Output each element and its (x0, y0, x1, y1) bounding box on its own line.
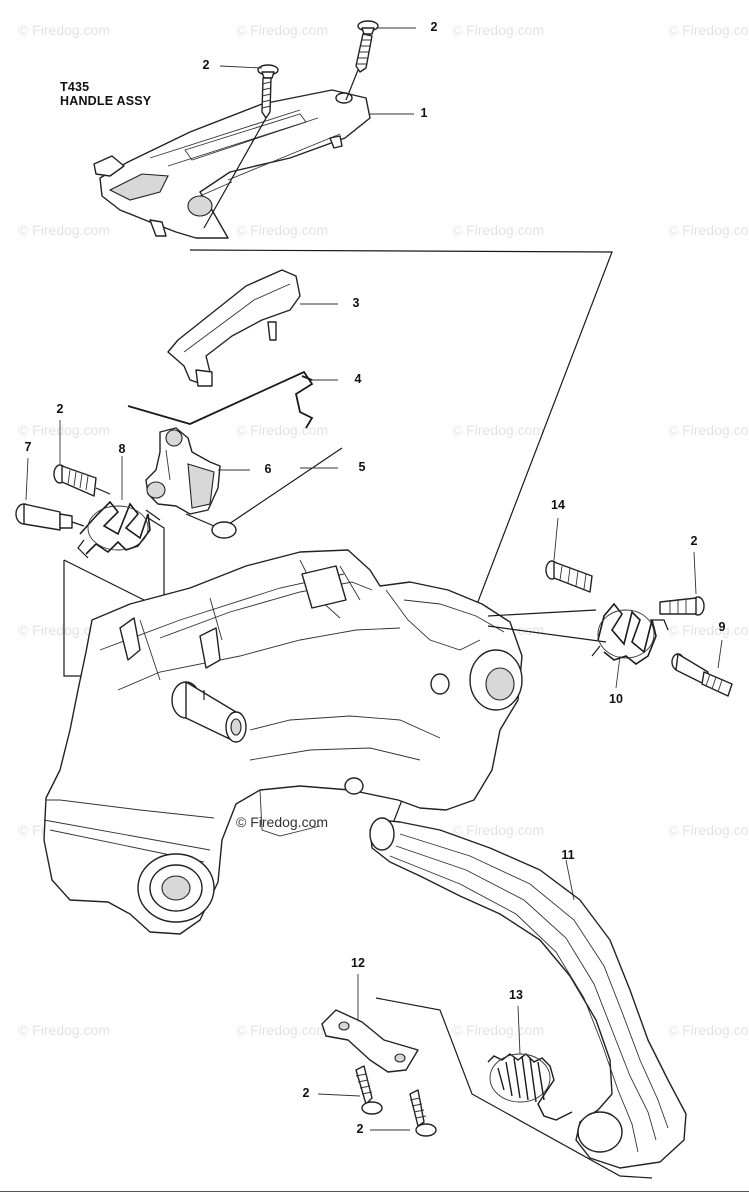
assembly-name: HANDLE ASSY (60, 94, 152, 108)
screw-icon (409, 1089, 437, 1137)
front-handle-icon (369, 817, 687, 1169)
bracket-icon (321, 1009, 419, 1073)
shoulder-bolt-icon (15, 503, 85, 531)
watermark: © Firedog.com (236, 222, 329, 238)
throttle-lockout-icon (167, 269, 301, 387)
throttle-trigger-icon (145, 427, 221, 515)
callout-9: 9 (718, 620, 726, 634)
watermark: © Firedog.com (452, 22, 545, 38)
leader-lines (25, 27, 723, 1131)
callout-2: 2 (356, 1122, 364, 1136)
callout-10: 10 (609, 692, 623, 706)
watermark: © Firedog.com (452, 822, 545, 838)
watermark: © Firedog.com (236, 422, 329, 438)
callout-12: 12 (351, 956, 365, 970)
callout-2: 2 (56, 402, 64, 416)
callout-14: 14 (551, 498, 565, 512)
shoulder-bolt-icon (671, 653, 733, 697)
callout-7: 7 (24, 440, 32, 454)
watermark: © Firedog.com (668, 622, 749, 638)
callout-8: 8 (118, 442, 126, 456)
callout-6: 6 (264, 462, 272, 476)
watermark: © Firedog.com (18, 422, 111, 438)
watermark: © Firedog.com (236, 1022, 329, 1038)
watermark: © Firedog.com (18, 1022, 111, 1038)
model-number: T435 (60, 80, 90, 94)
watermark: © Firedog.com (452, 222, 545, 238)
callout-11: 11 (561, 848, 575, 862)
screw-icon (659, 596, 705, 616)
rear-handle-housing-icon (43, 549, 523, 935)
watermark: © Firedog.com (18, 22, 111, 38)
screw-icon (355, 20, 379, 73)
screw-icon (355, 1065, 383, 1115)
callout-2: 2 (202, 58, 210, 72)
screw-icon (257, 64, 279, 119)
screw-icon (545, 560, 593, 593)
callout-1: 1 (420, 106, 428, 120)
callout-13: 13 (509, 988, 523, 1002)
watermark: © Firedog.com (236, 22, 329, 38)
watermark: © Firedog.com (18, 222, 111, 238)
callout-3: 3 (352, 296, 360, 310)
diagram-title: T435 HANDLE ASSY (60, 80, 151, 108)
pin-icon (185, 447, 343, 539)
center-watermark: © Firedog.com (236, 814, 329, 830)
watermark: © Firedog.com (668, 822, 749, 838)
torsion-spring-icon (591, 602, 669, 665)
screw-icon (53, 464, 111, 497)
callout-2: 2 (430, 20, 438, 34)
callout-4: 4 (354, 372, 362, 386)
callout-2: 2 (302, 1086, 310, 1100)
watermark: © Firedog.com (452, 1022, 545, 1038)
callout-5: 5 (358, 460, 366, 474)
watermark: © Firedog.com (668, 222, 749, 238)
bottom-rule (0, 1191, 749, 1192)
watermark: © Firedog.com (668, 22, 749, 38)
callout-2: 2 (690, 534, 698, 548)
watermark: © Firedog.com (452, 422, 545, 438)
top-handle-cover-icon (93, 89, 371, 239)
torsion-spring-icon (77, 500, 161, 559)
watermark: © Firedog.com (668, 422, 749, 438)
watermark: © Firedog.com (668, 1022, 749, 1038)
wire-spring-icon (127, 370, 314, 429)
